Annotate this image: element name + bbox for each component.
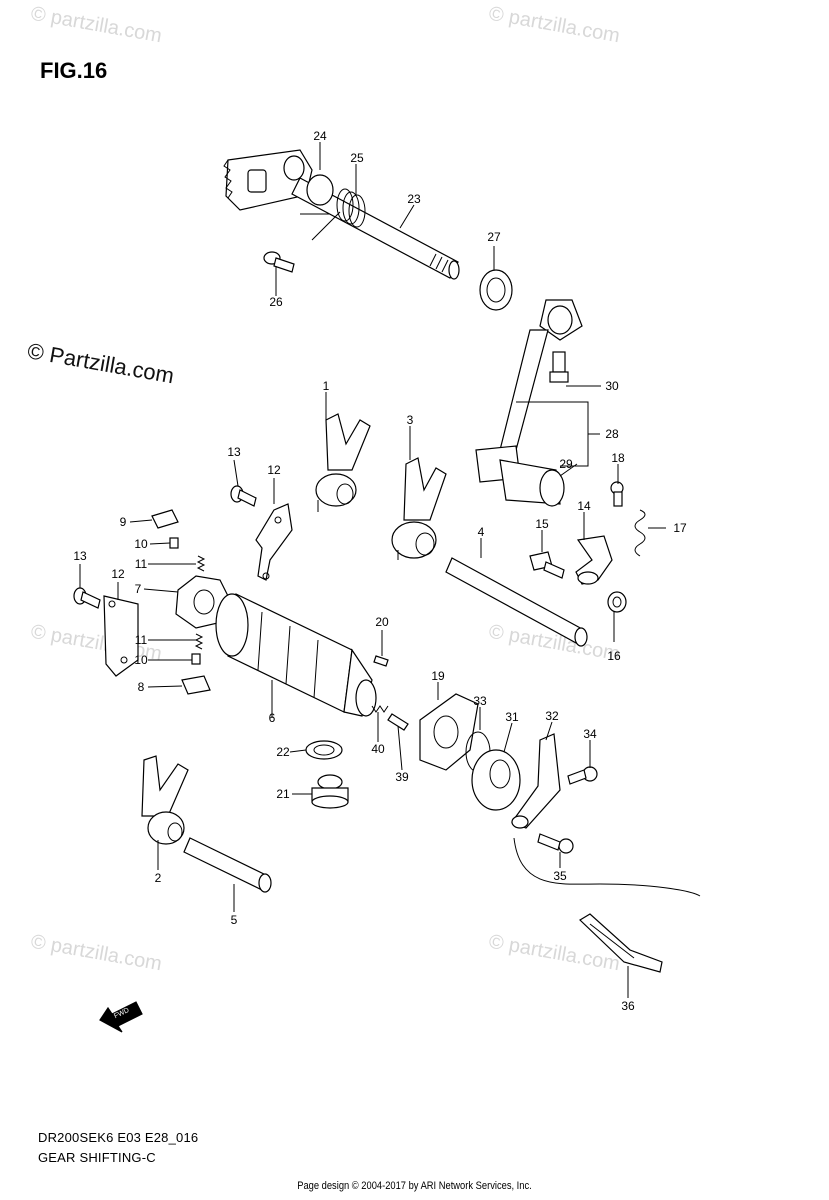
part-label-11b[interactable]: 11 [134,633,148,647]
part-label-32[interactable]: 30 [605,379,619,393]
leader-lines [79,142,666,998]
plate-12 [103,595,139,677]
screw-36 [567,766,598,785]
clamp-38 [579,913,663,973]
stopper-plate-14 [255,503,293,581]
part-label-7[interactable]: 7 [134,582,142,596]
shift-shaft-25 [291,174,460,280]
fwd-arrow-icon [99,1001,143,1033]
pin-39 [387,713,409,731]
bolt-20 [610,481,624,507]
part-label-35[interactable]: 33 [473,694,487,708]
pin-22 [373,655,389,667]
screw-37 [537,833,574,854]
bolt-28 [263,251,295,273]
shift-lever-30 [475,299,583,507]
shift-fork-1 [315,413,371,512]
part-label-5[interactable]: 5 [230,913,238,927]
part-label-2[interactable]: 2 [154,871,162,885]
return-spring-27 [300,188,366,241]
shift-drum-6 [215,593,377,717]
part-label-3[interactable]: 3 [406,413,414,427]
part-label-15[interactable]: 13 [227,445,241,459]
wire-lead [513,837,701,897]
part-label-25[interactable]: 23 [407,192,421,206]
shift-plate-21 [419,693,479,771]
spring-19 [634,509,646,557]
cam-plate-33 [471,749,521,811]
spring-40 [371,705,389,713]
part-label-21[interactable]: 19 [431,669,445,683]
part-label-9[interactable]: 9 [119,515,127,529]
pin-10 [169,537,179,549]
part-label-39[interactable]: 39 [395,770,409,784]
part-label-34[interactable]: 32 [545,709,559,723]
part-label-17[interactable]: 15 [535,517,549,531]
part-label-18[interactable]: 16 [607,649,621,663]
part-label-11[interactable]: 11 [134,557,148,571]
page-credit: Page design © 2004-2017 by ARI Network S… [297,1180,532,1192]
part-label-37[interactable]: 35 [553,869,567,883]
part-label-36[interactable]: 34 [583,727,597,741]
part-label-28[interactable]: 26 [269,295,283,309]
part-label-10b[interactable]: 10 [134,653,148,667]
part-label-33[interactable]: 31 [505,710,519,724]
fork-shaft-4 [445,557,588,647]
bolt-32 [549,351,569,383]
screw-13 [73,587,101,609]
part-label-29[interactable]: 27 [487,230,501,244]
part-label-6[interactable]: 6 [268,711,276,725]
part-label-31[interactable]: 29 [559,457,573,471]
part-label-8[interactable]: 8 [137,680,145,694]
shift-fork-3 [391,457,447,560]
pin-10 [191,653,201,665]
spring-11 [194,633,204,650]
part-label-40[interactable]: 40 [371,742,385,756]
part-label-16[interactable]: 14 [577,499,591,513]
part-label-19[interactable]: 17 [673,521,687,535]
part-label-12[interactable]: 12 [111,567,125,581]
part-label-10[interactable]: 10 [134,537,148,551]
part-label-23[interactable]: 21 [276,787,290,801]
part-label-27[interactable]: 25 [350,151,364,165]
cap-8 [181,675,211,695]
plug-23 [311,774,349,809]
model-code: DR200SEK6 E03 E28_016 [38,1130,199,1145]
part-label-20[interactable]: 18 [611,451,625,465]
part-label-14[interactable]: 12 [267,463,281,477]
part-label-13[interactable]: 13 [73,549,87,563]
spring-11 [196,555,206,572]
section-name: GEAR SHIFTING-C [38,1150,156,1165]
part-label-38[interactable]: 36 [621,999,635,1013]
figure-title: FIG.16 [40,58,108,83]
part-label-30[interactable]: 28 [605,427,619,441]
part-label-24[interactable]: 22 [276,745,290,759]
lever-34 [511,733,561,829]
part-label-26[interactable]: 24 [313,129,327,143]
washer-18 [607,591,627,613]
bolt-17 [529,551,565,579]
part-label-22[interactable]: 20 [375,615,389,629]
shift-fork-2 [141,755,189,845]
washer-24 [305,740,343,760]
oil-seal-29 [479,269,513,311]
stopper-arm-16 [575,535,613,585]
part-label-4[interactable]: 4 [477,525,485,539]
cap-9 [151,509,179,529]
part-label-1[interactable]: 1 [322,379,330,393]
fork-shaft-5 [183,837,272,893]
screw-15 [230,485,257,507]
